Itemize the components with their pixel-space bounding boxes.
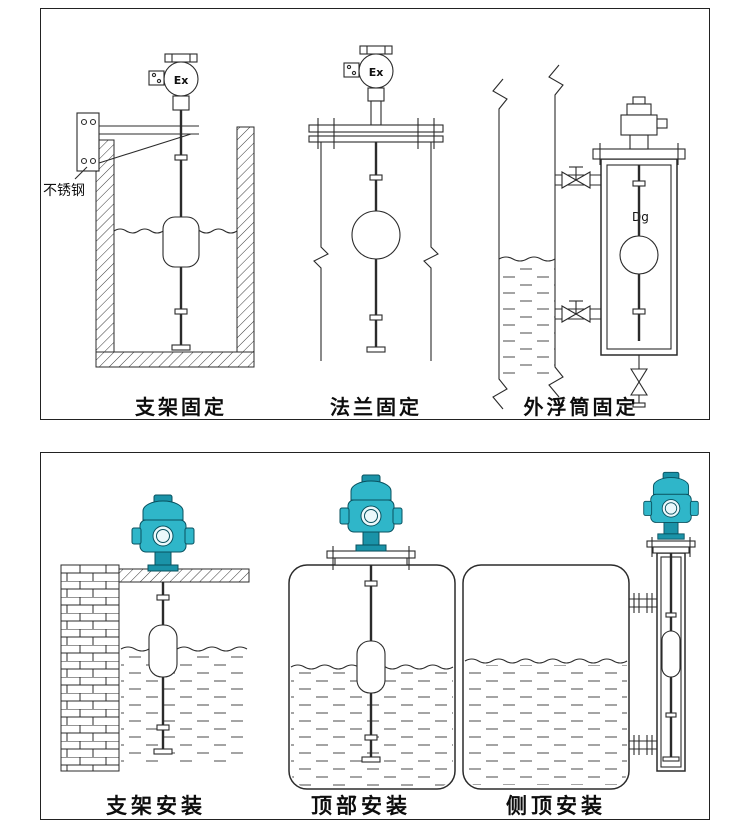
tank-wall-right xyxy=(423,142,439,361)
vessel-liquid xyxy=(499,262,555,374)
label-side-top-installation: 侧顶安装 xyxy=(506,794,606,818)
label-external-chamber-fixing: 外浮筒固定 xyxy=(523,395,639,419)
vessel-wall-left xyxy=(492,78,508,410)
transmitter-head xyxy=(131,494,195,572)
fixing-methods-panel: 不锈钢 Ex xyxy=(40,8,710,420)
stainless-steel-label: 不锈钢 xyxy=(43,183,85,199)
rod-stop-collar xyxy=(364,734,378,741)
label-top-installation: 顶部安装 xyxy=(311,794,411,818)
chamber-flange xyxy=(592,148,686,160)
ball-float xyxy=(351,210,401,260)
float xyxy=(148,624,178,678)
diagram-top-installation xyxy=(288,474,456,790)
rod-stop-collar xyxy=(632,308,646,315)
chamber-float xyxy=(619,235,659,275)
label-flange-fixing: 法兰固定 xyxy=(330,395,422,419)
liquid-surface xyxy=(464,658,628,664)
rod-stop-collar xyxy=(369,174,383,181)
wall-bracket xyxy=(76,112,199,172)
bottom-isolation-valve xyxy=(561,300,591,323)
liquid xyxy=(465,665,627,785)
rod-stop-collar xyxy=(156,594,170,601)
fixing-diagrams-canvas: 不锈钢 Ex xyxy=(43,45,686,410)
mounting-flange xyxy=(646,537,696,557)
chamber-transmitter-head xyxy=(620,96,668,136)
top-isolation-valve xyxy=(561,166,591,189)
ex-marking: Ex xyxy=(174,74,189,87)
installation-diagrams-canvas xyxy=(60,471,699,790)
float xyxy=(356,640,386,694)
tank-wall-left xyxy=(313,142,329,361)
vessel-liquid-surface xyxy=(498,256,556,262)
rod-end-plate xyxy=(361,756,381,763)
rod-stop-collar xyxy=(369,314,383,321)
tank-right-wall xyxy=(236,126,255,353)
support-platform xyxy=(118,568,250,583)
rod-end-plate xyxy=(662,756,680,762)
transmitter-head xyxy=(643,471,699,540)
rod-stop-collar xyxy=(174,308,188,315)
rod-end-plate xyxy=(171,344,191,351)
diagram-bracket-fixing: 不锈钢 Ex xyxy=(43,53,255,368)
vessel-wall-right xyxy=(548,64,564,398)
diagram-external-chamber-fixing: Dg xyxy=(492,64,686,410)
tank-floor xyxy=(95,351,255,368)
float xyxy=(162,216,200,268)
stainless-leader-line xyxy=(74,166,88,180)
diagram-side-top-installation xyxy=(462,471,699,790)
rod-end-plate xyxy=(366,346,386,353)
top-connection-pipe xyxy=(629,593,657,613)
liquid-surface xyxy=(120,646,248,652)
label-bracket-installation: 支架安装 xyxy=(106,794,206,818)
diagram-bracket-installation xyxy=(60,494,250,772)
transmitter-ex-head: Ex xyxy=(148,53,199,111)
float xyxy=(661,630,681,678)
rod-stop-collar xyxy=(665,612,677,618)
rod-stop-collar xyxy=(156,724,170,731)
installation-methods-panel: 支架安装 顶部安装 侧顶安装 xyxy=(40,452,710,820)
transmitter-ex-head: Ex xyxy=(343,45,394,126)
tank-left-wall xyxy=(95,139,115,353)
rod-stop-collar xyxy=(632,180,646,187)
bottom-connection-pipe xyxy=(629,735,657,755)
rod-end-plate xyxy=(153,748,173,755)
rod-stop-collar xyxy=(174,154,188,161)
rod-stop-collar xyxy=(364,580,378,587)
brick-wall xyxy=(60,564,120,772)
liquid xyxy=(121,653,247,767)
diagram-flange-fixing: Ex xyxy=(308,45,444,361)
rod-stop-collar xyxy=(665,712,677,718)
ex-marking: Ex xyxy=(369,66,384,79)
dg-label: Dg xyxy=(632,210,649,224)
label-bracket-fixing: 支架固定 xyxy=(135,395,227,419)
transmitter-head xyxy=(339,474,403,552)
drain-valve xyxy=(630,355,648,408)
